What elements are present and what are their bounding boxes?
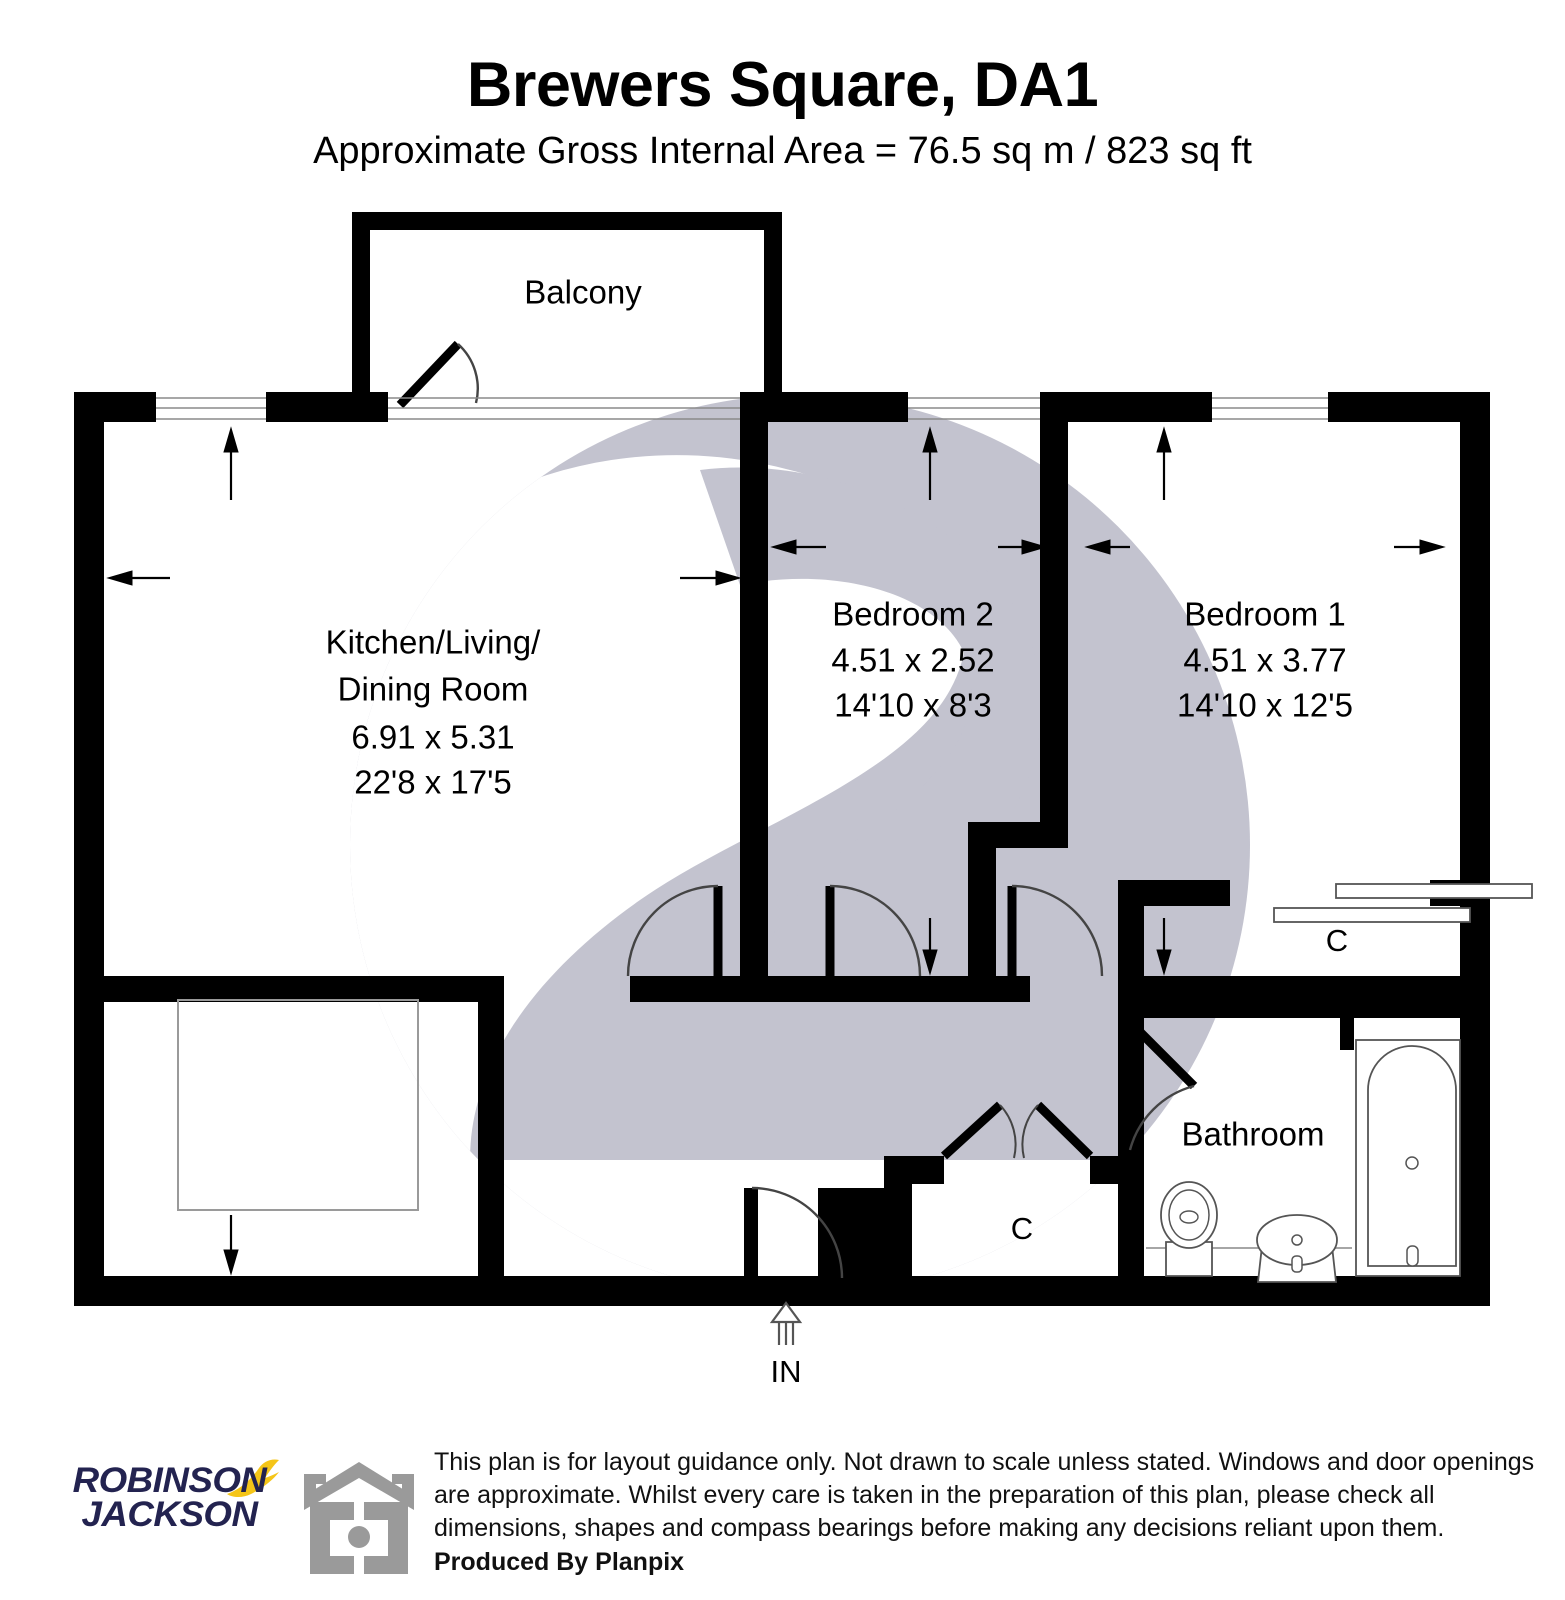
plan-footer: ROBINSON JACKSON This plan is for layout… bbox=[0, 1424, 1565, 1600]
page-title: Brewers Square, DA1 bbox=[466, 50, 1099, 120]
sink-fixture bbox=[1256, 1214, 1338, 1283]
robinson-jackson-logo: ROBINSON JACKSON bbox=[62, 1459, 279, 1569]
area-subtitle: Approximate Gross Internal Area = 76.5 s… bbox=[313, 130, 1252, 173]
entrance-in-label: IN bbox=[771, 1354, 802, 1389]
window-glazing bbox=[156, 397, 1328, 420]
logo-line-1: ROBINSON bbox=[72, 1461, 267, 1500]
sliding-closet-doors bbox=[1273, 883, 1533, 923]
exterior-walls bbox=[74, 392, 1490, 1306]
floor-plan-canvas: Balcony bbox=[74, 212, 1533, 1389]
plan-header: Brewers Square, DA1 Approximate Gross In… bbox=[0, 0, 1565, 172]
closet-label-bedroom1: C bbox=[1326, 923, 1348, 958]
logo-line-2: JACKSON bbox=[81, 1495, 258, 1535]
room-label-bedroom-2: Bedroom 2 4.51 x 2.52 14'10 x 8'3 bbox=[831, 596, 994, 724]
bird-icon bbox=[227, 1459, 279, 1497]
room-metric-dims: 4.51 x 3.77 bbox=[1183, 642, 1346, 679]
room-imperial-dims: 14'10 x 12'5 bbox=[1177, 687, 1353, 724]
door-swings bbox=[626, 884, 1198, 1279]
balcony-outline bbox=[352, 212, 782, 407]
produced-by-label: Produced By Planpix bbox=[434, 1548, 685, 1576]
room-metric-dims: 4.51 x 2.52 bbox=[831, 642, 994, 679]
entrance-marker bbox=[769, 1301, 803, 1345]
balcony-door bbox=[396, 340, 479, 409]
bathtub-fixture bbox=[1355, 1039, 1461, 1277]
room-label-kitchen-living-dining: Kitchen/Living/ Dining Room 6.91 x 5.31 … bbox=[326, 624, 541, 801]
room-name-line2: Dining Room bbox=[338, 671, 529, 708]
disclaimer-line: dimensions, shapes and compass bearings … bbox=[434, 1514, 1445, 1542]
room-metric-dims: 6.91 x 5.31 bbox=[351, 719, 514, 756]
bathroom-fixtures bbox=[1146, 1039, 1461, 1283]
closet-label-hall: C bbox=[1011, 1211, 1033, 1246]
room-name-line1: Bedroom 1 bbox=[1184, 596, 1345, 633]
room-name-line1: Kitchen/Living/ bbox=[326, 624, 541, 661]
room-imperial-dims: 14'10 x 8'3 bbox=[834, 687, 992, 724]
disclaimer-line: This plan is for layout guidance only. N… bbox=[434, 1448, 1535, 1476]
room-imperial-dims: 22'8 x 17'5 bbox=[354, 764, 512, 801]
disclaimer-line: are approximate. Whilst every care is ta… bbox=[434, 1481, 1435, 1509]
kitchen-alcove-outline bbox=[177, 999, 419, 1211]
toilet-fixture bbox=[1160, 1181, 1218, 1277]
room-name-line1: Bedroom 2 bbox=[832, 596, 993, 633]
balcony-label: Balcony bbox=[524, 274, 642, 311]
room-label-bathroom: Bathroom bbox=[1181, 1116, 1324, 1153]
dimension-arrows bbox=[106, 426, 1446, 1276]
room-label-bedroom-1: Bedroom 1 4.51 x 3.77 14'10 x 12'5 bbox=[1177, 596, 1353, 724]
disclaimer-block: This plan is for layout guidance only. N… bbox=[434, 1446, 1535, 1577]
interior-walls bbox=[104, 392, 1490, 1306]
planpix-house-icon bbox=[304, 1462, 414, 1574]
